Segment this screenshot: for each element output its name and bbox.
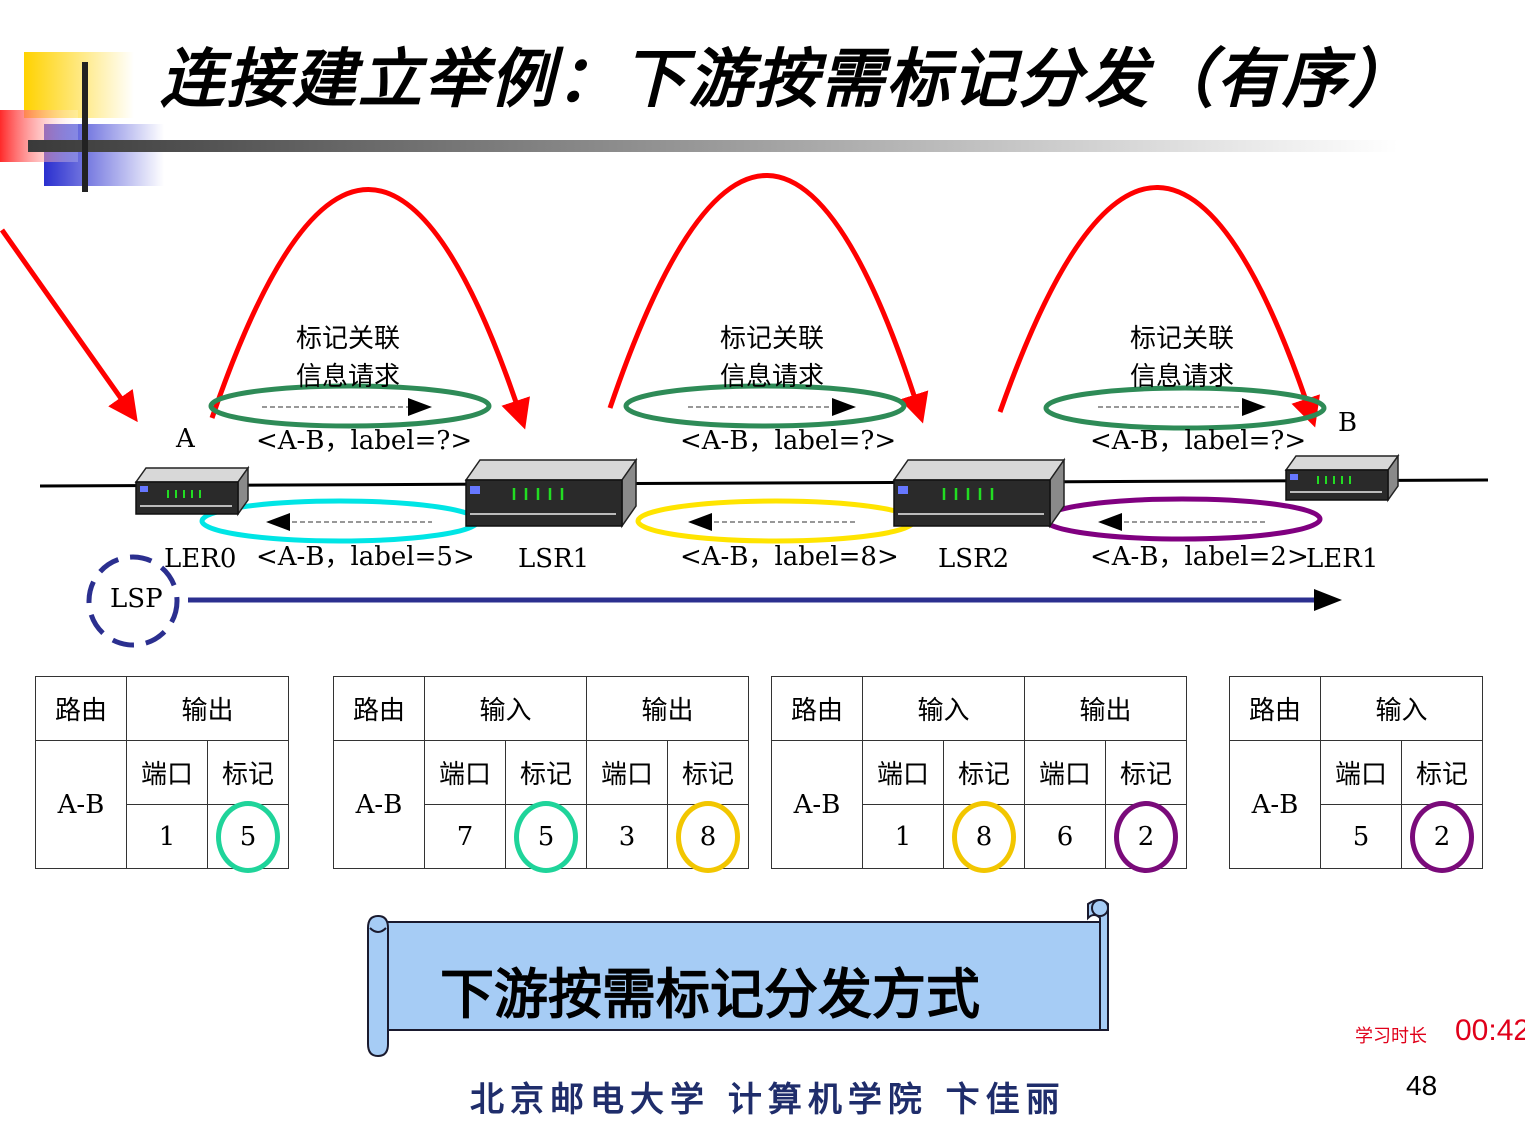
- lsr2-switch-icon: [892, 457, 1066, 529]
- t3-input-header: 输入: [862, 676, 1025, 741]
- t3-route-header: 路由: [771, 676, 863, 741]
- t2-input-header: 输入: [424, 676, 587, 741]
- node-a-label: A: [176, 424, 195, 454]
- request-ellipse-1: [208, 383, 492, 429]
- page-number: 48: [1406, 1070, 1438, 1101]
- label8-highlight-ring: [952, 800, 1016, 873]
- header-rule: [28, 140, 1398, 152]
- study-time-label: 学习时长: [1355, 1026, 1427, 1047]
- lsr1-label: LSR1: [518, 544, 590, 574]
- t3-out-label-cell: 2: [1105, 800, 1187, 873]
- ler1-label-table: 路由 输入 A-B 端口 标记 5 2: [1229, 676, 1483, 873]
- t3-out-port-header: 端口: [1024, 740, 1106, 805]
- label2-highlight-ring: [1410, 800, 1474, 873]
- scroll-banner-text: 下游按需标记分发方式: [440, 963, 980, 1026]
- t1-out-label-cell: 5: [207, 800, 289, 873]
- t2-output-header: 输出: [586, 676, 749, 741]
- request-msg-3: <A-B，label=?>: [1090, 426, 1307, 456]
- request-text-2: 标记关联信息请求: [719, 324, 824, 392]
- t1-destination: A-B: [35, 740, 127, 869]
- request-ellipse-2: [623, 383, 907, 429]
- request-arrowhead-2: [832, 398, 856, 416]
- page-title: 连接建立举例：下游按需标记分发（有序）: [160, 43, 1414, 117]
- scroll-banner: [367, 899, 1109, 1058]
- reply-arrowhead-1: [266, 513, 290, 531]
- t2-destination: A-B: [333, 740, 425, 869]
- footer-credit: 北京邮电大学 计算机学院 卞佳丽: [470, 1080, 1066, 1120]
- header-decoration: [0, 52, 1398, 192]
- reply-msg-label2: <A-B，label=2>: [1090, 542, 1309, 572]
- request-text-3: 标记关联信息请求: [1129, 324, 1234, 392]
- t2-out-port-header: 端口: [586, 740, 668, 805]
- node-b-label: B: [1338, 408, 1358, 438]
- label8-highlight-ring: [676, 800, 740, 873]
- request-arc-2: [607, 173, 929, 424]
- lsr2-label: LSR2: [938, 544, 1010, 574]
- t3-output-header: 输出: [1024, 676, 1187, 741]
- reply-msg-label5: <A-B，label=5>: [256, 542, 475, 572]
- t1-route-header: 路由: [35, 676, 127, 741]
- t4-input-header: 输入: [1320, 676, 1483, 741]
- t2-in-port-header: 端口: [424, 740, 506, 805]
- t3-in-label-cell: 8: [943, 800, 1025, 873]
- t4-in-port: 5: [1320, 804, 1402, 869]
- t1-port-header: 端口: [126, 740, 208, 805]
- reply-arrowhead-2: [688, 513, 712, 531]
- logo-red-square: [0, 110, 78, 162]
- t2-out-label-cell: 8: [667, 800, 749, 873]
- t3-destination: A-B: [771, 740, 863, 869]
- t3-out-label-header: 标记: [1105, 740, 1187, 805]
- request-msg-1: <A-B，label=?>: [256, 426, 473, 456]
- study-time-value: 00:42: [1455, 1014, 1525, 1047]
- lsr1-switch-icon: [464, 457, 638, 529]
- lsp-label: LSP: [110, 584, 163, 614]
- label2-highlight-ring: [1114, 800, 1178, 873]
- request-ellipse-3: [1043, 385, 1327, 431]
- request-arrowhead-3: [1242, 398, 1266, 416]
- ingress-request-arrow: [0, 228, 138, 423]
- t2-in-label-header: 标记: [505, 740, 587, 805]
- t1-label-header: 标记: [207, 740, 289, 805]
- t4-in-label-cell: 2: [1401, 800, 1483, 873]
- t3-in-port-header: 端口: [862, 740, 944, 805]
- label5-highlight-ring: [216, 800, 280, 873]
- lsp-diagram: [0, 173, 1489, 648]
- t4-port-header: 端口: [1320, 740, 1402, 805]
- request-arc-1: [209, 187, 530, 430]
- t4-destination: A-B: [1229, 740, 1321, 869]
- reply-ellipse-label8: [635, 498, 917, 544]
- t1-output-header: 输出: [126, 676, 289, 741]
- ler1-label: LER1: [1306, 544, 1379, 574]
- request-arc-3: [997, 185, 1320, 428]
- request-arrowhead-1: [408, 398, 432, 416]
- lsr1-label-table: 路由 输入 输出 A-B 端口 标记 端口 标记 7 5 3 8: [333, 676, 749, 873]
- logo-yellow-square: [24, 52, 134, 118]
- lsp-circle: [86, 554, 180, 648]
- lsp-arrowhead: [1314, 589, 1342, 611]
- t3-in-port: 1: [862, 804, 944, 869]
- ler0-router-icon: [134, 465, 250, 517]
- reply-arrowhead-3: [1098, 513, 1122, 531]
- t2-in-label-cell: 5: [505, 800, 587, 873]
- request-msg-2: <A-B，label=?>: [680, 426, 897, 456]
- t3-in-label-header: 标记: [943, 740, 1025, 805]
- label5-highlight-ring: [514, 800, 578, 873]
- t4-label-header: 标记: [1401, 740, 1483, 805]
- t2-out-label-header: 标记: [667, 740, 749, 805]
- ler0-label-table: 路由 输出 A-B 端口 标记 1 5: [35, 676, 289, 873]
- t3-out-port: 6: [1024, 804, 1106, 869]
- t4-route-header: 路由: [1229, 676, 1321, 741]
- logo-vertical-bar: [82, 62, 88, 192]
- t2-route-header: 路由: [333, 676, 425, 741]
- ler0-label: LER0: [164, 544, 237, 574]
- reply-ellipse-label2: [1041, 496, 1323, 542]
- reply-msg-label8: <A-B，label=8>: [680, 542, 899, 572]
- t2-out-port: 3: [586, 804, 668, 869]
- t1-out-port: 1: [126, 804, 208, 869]
- t2-in-port: 7: [424, 804, 506, 869]
- lsr2-label-table: 路由 输入 输出 A-B 端口 标记 端口 标记 1 8 6 2: [771, 676, 1187, 873]
- request-text-1: 标记关联信息请求: [295, 324, 400, 392]
- network-link: [39, 478, 1489, 488]
- ler1-router-icon: [1284, 453, 1400, 503]
